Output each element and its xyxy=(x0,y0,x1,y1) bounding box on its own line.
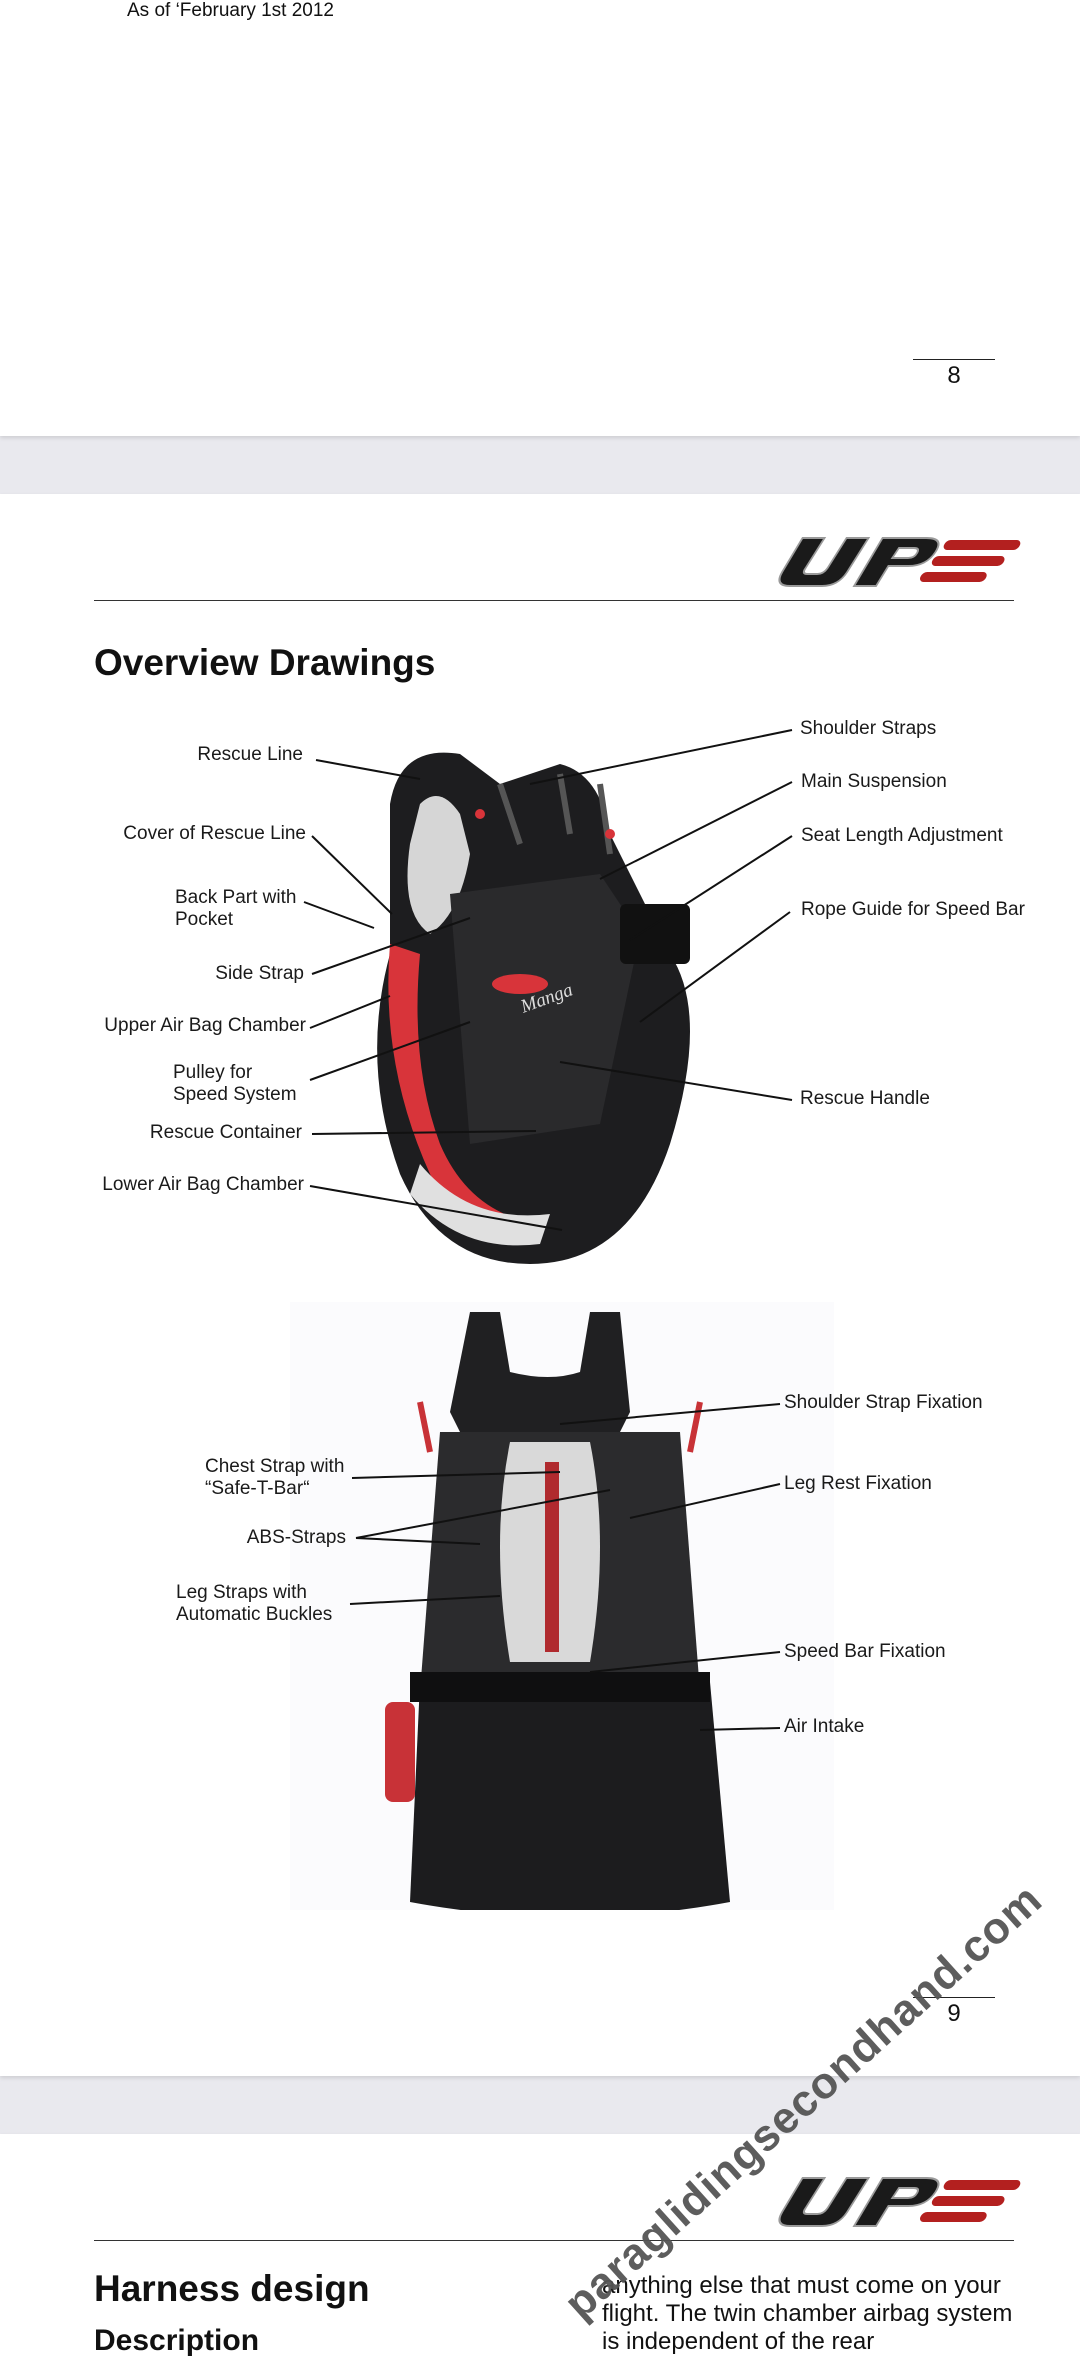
page-number-rule xyxy=(913,359,995,360)
label-shoulder-strap-fixation: Shoulder Strap Fixation xyxy=(784,1392,983,1413)
label-leg-straps: Leg Straps with xyxy=(176,1582,307,1603)
header-rule xyxy=(94,2240,1014,2241)
harness-front-photo xyxy=(290,1302,834,1910)
page-number: 9 xyxy=(947,2000,961,2027)
leader-lines xyxy=(303,729,793,1731)
label-chest-strap: Chest Strap with xyxy=(205,1456,345,1477)
label-automatic-buckles: Automatic Buckles xyxy=(176,1604,333,1625)
label-speed-system: Speed System xyxy=(173,1084,297,1105)
harness-side-photo xyxy=(377,752,690,1264)
label-air-intake: Air Intake xyxy=(784,1716,865,1737)
body-line: anything else that must come on your xyxy=(602,2272,1001,2299)
body-line: flight. The twin chamber airbag system xyxy=(602,2300,1013,2327)
label-leg-rest-fixation: Leg Rest Fixation xyxy=(784,1473,932,1494)
as-of-date: As of ‘February 1st 2012 xyxy=(127,0,334,21)
label-safe-t-bar: “Safe-T-Bar“ xyxy=(205,1478,310,1499)
body-line: is independent of the rear xyxy=(602,2328,875,2355)
label-abs-straps: ABS-Straps xyxy=(246,1527,346,1548)
label-cover-rescue-line: Cover of Rescue Line xyxy=(123,823,306,844)
label-pocket: Pocket xyxy=(175,909,234,930)
document-page-9: Overview Drawings Manga xyxy=(0,494,1080,2076)
section-subtitle: Description xyxy=(94,2324,260,2357)
section-title: Harness design xyxy=(94,2268,370,2309)
label-rescue-container: Rescue Container xyxy=(149,1122,302,1143)
page-number-rule xyxy=(913,1997,995,1998)
up-logo-icon xyxy=(778,2177,1021,2227)
label-rescue-line: Rescue Line xyxy=(197,744,303,765)
label-main-suspension: Main Suspension xyxy=(801,771,947,792)
section-title: Overview Drawings xyxy=(94,642,436,683)
label-rope-guide: Rope Guide for Speed Bar xyxy=(801,899,1025,920)
header-rule xyxy=(94,600,1014,601)
label-back-part: Back Part with xyxy=(175,887,297,908)
label-side-strap: Side Strap xyxy=(215,963,304,984)
up-logo-icon xyxy=(778,537,1021,587)
document-page-8: As of ‘February 1st 2012 8 xyxy=(0,0,1080,436)
label-pulley-for: Pulley for xyxy=(173,1062,253,1083)
label-shoulder-straps: Shoulder Straps xyxy=(800,718,937,739)
document-page-10: Harness design Description anything else… xyxy=(0,2134,1080,2374)
body-column: anything else that must come on your fli… xyxy=(602,2272,1042,2356)
label-upper-air-bag: Upper Air Bag Chamber xyxy=(104,1015,306,1036)
label-seat-length: Seat Length Adjustment xyxy=(801,825,1003,846)
label-lower-air-bag: Lower Air Bag Chamber xyxy=(102,1174,304,1195)
label-speed-bar-fixation: Speed Bar Fixation xyxy=(784,1641,946,1662)
label-rescue-handle: Rescue Handle xyxy=(800,1088,930,1109)
page-number: 8 xyxy=(947,362,961,389)
